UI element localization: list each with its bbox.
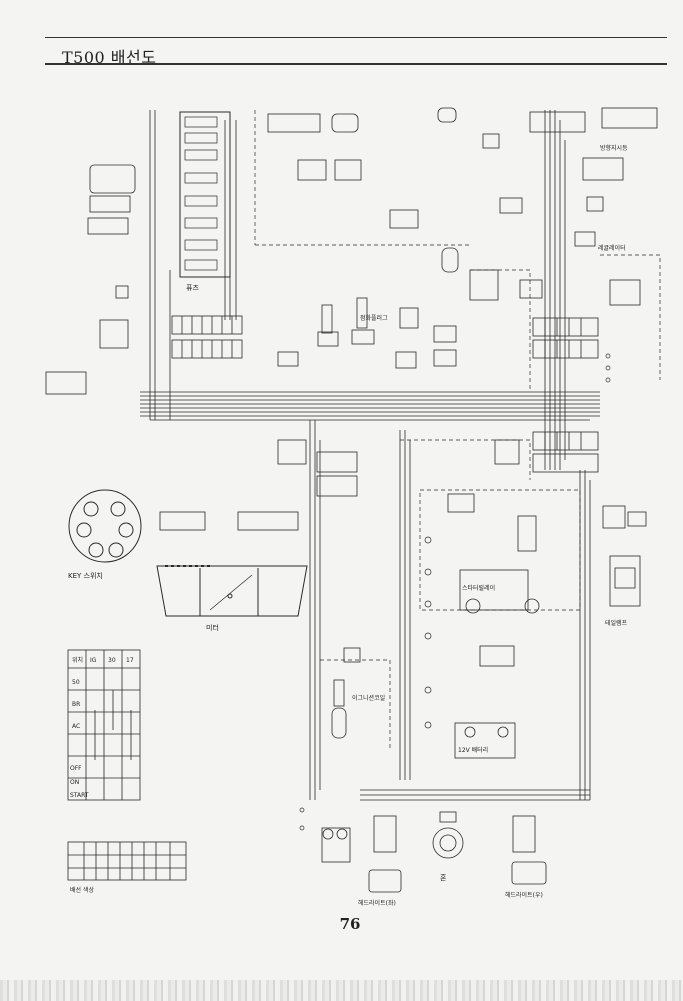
fuse-box-cells [184,116,218,271]
label-rear-lamp: 테일램프 [605,619,628,627]
dashed-boundaries [254,110,661,750]
harness-right-vertical [544,110,566,470]
key-table-rows: OFF ON START [70,765,89,799]
label-regulator: 레귤레이터 [598,244,626,252]
header-rule-top [45,37,667,38]
label-spark-plug: 점화플러그 [360,314,388,322]
header-rule-bottom [45,63,667,65]
top-middle-components [267,107,500,301]
battery-graphic [321,569,540,863]
label-headlight-left: 헤드라이트(좌) [358,899,396,907]
key-table-header: 17 [126,657,134,664]
mid-sensors [277,297,457,369]
page-title: T500 배선도 [62,48,157,67]
label-horn: 혼 [440,873,447,882]
wire-color-legend-grid [67,841,187,881]
ignition-coil-graphic [331,647,361,739]
meter-panel-graphic [156,565,308,617]
fuse-box [179,111,231,278]
bottom-lamps [368,811,547,893]
left-components [45,164,136,395]
key-switch-graphic [68,489,142,563]
label-battery: 12V 배터리 [458,746,488,754]
contact-points [299,353,611,831]
label-fuse: 퓨즈 [186,284,199,292]
key-table-header: 50 [72,679,80,686]
key-table-header: 위치 [72,656,83,664]
label-meter: 미터 [206,623,219,632]
key-table-row: START [70,792,89,799]
key-table-row: OFF [70,765,82,772]
right-lamps [447,439,647,667]
scan-edge-band [0,980,683,1001]
harness-lower [309,420,591,801]
label-turn-signal: 방향지시등 [600,144,628,152]
label-ignition-coil: 이그니션코일 [352,694,385,702]
key-table-header: BR [72,701,80,708]
key-table-row: ON [70,779,79,786]
main-harness-horizontal [140,391,600,421]
central-connectors [159,315,599,531]
key-table-header: 30 [108,657,116,664]
top-right-components [499,107,658,306]
page-number: 76 [339,915,361,933]
label-wire-colors: 배선 색상 [70,886,94,894]
harness-left-vertical [149,110,237,420]
key-table-header: IG [90,657,97,664]
key-switch-table-grid [67,649,141,801]
key-table-header: AC [72,723,80,730]
label-key-switch: KEY 스위치 [68,571,103,580]
label-headlight-right: 헤드라이트(우) [505,891,543,899]
label-starter-relay: 스타터릴레이 [462,584,495,592]
key-table-headers: 위치 IG 30 17 50 BR AC [72,656,134,730]
